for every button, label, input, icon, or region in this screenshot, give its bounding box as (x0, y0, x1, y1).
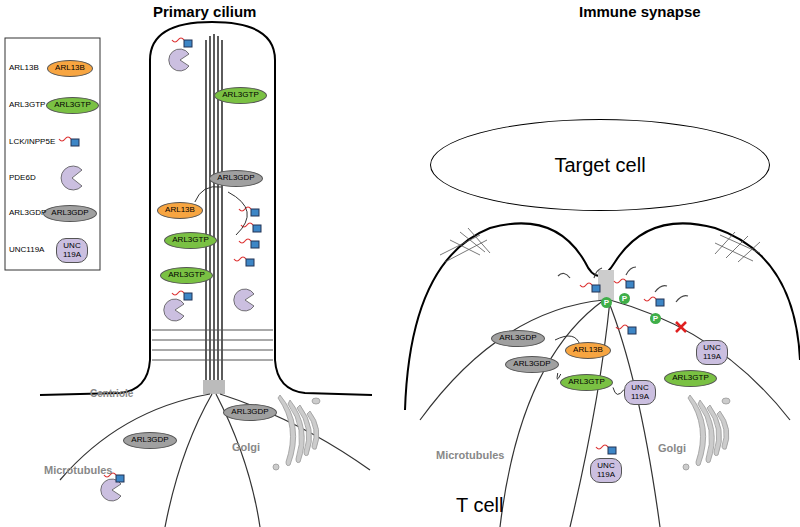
node-text: ARL13B (55, 64, 85, 72)
exchange-arc (613, 387, 624, 394)
protein-shape: ARL3GDP (223, 404, 277, 421)
phospho-mark: P (650, 313, 661, 324)
protein-shape: ARL3GTP (664, 370, 717, 387)
node-text: ARL3GDP (217, 174, 254, 182)
protein-shape: UNC 119A (624, 380, 656, 405)
node-text: ARL3GTP (672, 374, 708, 382)
node-text: ARL3GTP (172, 236, 208, 244)
protein-shape: ARL3GTP (214, 87, 267, 104)
legend-text: ARL3GTP (9, 101, 45, 110)
protein-shape: UNC 119A (590, 458, 622, 483)
protein-shape: ARL3GTP (160, 267, 213, 284)
protein-shape: ARL3GDP (505, 356, 559, 373)
node-text: ARL13B (165, 206, 195, 214)
node-text: ARL3GTP (568, 378, 604, 386)
protein-shape: ARL3GTP (164, 232, 217, 249)
node-text: UNC 119A (629, 384, 651, 401)
text-label: Immune synapse (579, 4, 701, 21)
legend-text: PDE6D (9, 174, 36, 183)
node-text: ARL3GTP (168, 271, 204, 279)
text-label: T cell (456, 494, 503, 516)
legend-text: ARL3GDP (9, 209, 46, 218)
exchange-arc (195, 187, 221, 202)
protein-shape: ARL3GDP (123, 432, 177, 449)
node-text: UNC 119A (61, 242, 83, 259)
text-label: Microtubules (44, 464, 112, 476)
cell-ellipse: Target cell (430, 119, 770, 211)
node-text: ARL13B (573, 346, 603, 354)
node-text: ARL3GTP (222, 91, 258, 99)
node-text: ARL3GDP (51, 209, 88, 217)
node-text: Target cell (554, 155, 645, 176)
protein-shape: ARL13B (157, 202, 203, 219)
text-label: Centriole (90, 388, 133, 399)
node-text: ARL3GDP (499, 334, 536, 342)
legend-swatch (61, 166, 82, 190)
legend-text: ARL13B (9, 64, 39, 73)
legend-text: LCK/INPP5E (9, 138, 55, 147)
text-label: Primary cilium (153, 4, 256, 21)
node-text: ARL3GDP (513, 360, 550, 368)
node-text: ARL3GDP (131, 436, 168, 444)
protein-shape: ARL3GDP (43, 205, 97, 222)
text-label: Golgi (658, 442, 686, 454)
node-text: ARL3GTP (54, 101, 90, 109)
protein-shape: UNC 119A (696, 340, 728, 365)
phospho-mark: P (601, 297, 612, 308)
protein-shape: UNC 119A (56, 238, 88, 263)
protein-shape: ARL3GTP (560, 374, 613, 391)
node-text: ARL3GDP (231, 408, 268, 416)
protein-shape: ARL3GDP (209, 170, 263, 187)
exchange-arc (557, 373, 561, 379)
protein-shape: ARL13B (47, 60, 93, 77)
text-label: Microtubules (436, 449, 504, 461)
legend-text: UNC119A (9, 246, 44, 255)
protein-shape: ARL3GTP (46, 97, 99, 114)
node-text: UNC 119A (701, 344, 723, 361)
protein-shape: ARL13B (565, 342, 611, 359)
phospho-mark: P (619, 293, 630, 304)
node-text: UNC 119A (595, 462, 617, 479)
protein-shape: ARL3GDP (491, 330, 545, 347)
text-label: Golgi (232, 441, 260, 453)
